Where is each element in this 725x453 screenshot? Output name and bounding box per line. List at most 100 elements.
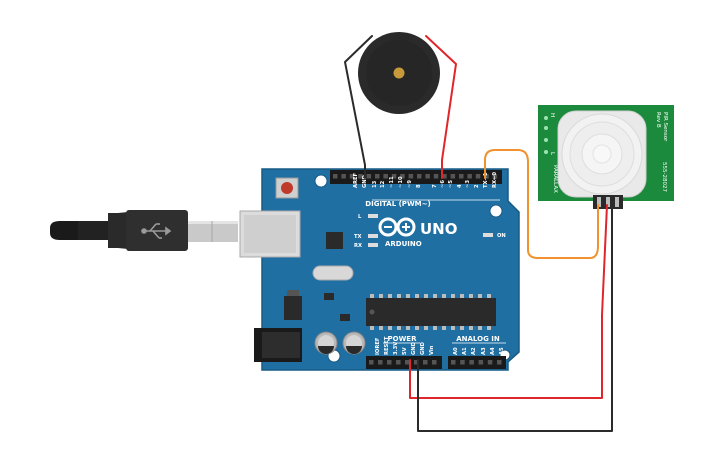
pir-part-number: 555-28027 [661,162,667,192]
header-pin-hole [369,360,374,365]
chip-pin [433,326,437,330]
header-pin-hole [349,174,355,179]
header-pin-hole [467,174,472,179]
pir-jumper-label-l: L [549,152,555,156]
chip-pin [370,326,374,330]
chip-pin [370,294,374,298]
chip-pin [433,294,437,298]
board-model-text: UNO [420,220,458,238]
header-pin-hole [497,360,502,365]
header-pin-hole [425,174,430,179]
analog-pin-label: A5 [499,347,505,355]
header-pin-hole [333,174,338,179]
status-leds: L TX RX ON [354,214,506,249]
analog-pin-label: A1 [462,347,468,355]
header-pin-hole [433,174,439,179]
chip-pin [442,294,446,298]
mounting-hole [314,174,328,188]
analog-pin-label: A3 [481,347,487,355]
digital-pin-label: TX→1 [483,172,489,188]
chip-pin [469,326,473,330]
pir-brand: PARALLAX [552,165,558,193]
microcontroller-chip [366,294,496,330]
pir-pad-dots [544,116,548,154]
chip-pin [487,294,491,298]
header-pin-hole [469,360,474,365]
chip-pin [478,326,482,330]
header-pin-hole [492,174,498,179]
digital-pin-label: 4 [457,184,463,188]
header-pin-hole [423,360,428,365]
usb-cable [50,210,238,251]
chip-pin [406,294,410,298]
digital-pin-label: GND [362,174,368,188]
chip-pin [415,326,419,330]
analog-pin-label: A4 [490,347,496,355]
digital-pin-label: AREF [353,172,359,188]
mounting-hole [489,204,503,218]
header-pin-hole [451,360,456,365]
chip-pin [460,326,464,330]
header-pin-hole [459,174,464,179]
pir-title: PIR Sensor [662,112,668,142]
header-pin-hole [417,174,422,179]
digital-pin-label: 12 [380,180,386,188]
power-pin-label: GND [411,341,417,355]
pir-dome [557,110,647,198]
header-pin-hole [460,360,465,365]
chip-pin [388,294,392,298]
chip-pin [379,326,383,330]
led-label-l: L [358,214,362,220]
pir-connector [593,195,623,209]
header-pin-hole [383,174,388,179]
chip-pin [388,326,392,330]
analog-pin-label: A2 [471,347,477,355]
digital-pin-header [330,170,502,184]
header-pin-hole [475,174,481,179]
header-pin-hole [405,360,410,365]
usb-chip [326,232,343,249]
digital-pin-label: 2 [474,184,480,188]
piezo-buzzer [358,32,440,114]
analog-pin-header [448,356,506,369]
chip-pin [451,294,455,298]
power-pin-header [366,356,442,369]
chip-pin [451,326,455,330]
chip-pin [406,326,410,330]
header-pin-hole [358,174,363,179]
chip-pin [469,294,473,298]
pir-sensor: H L PARALLAX PIR Sensor Rev B 555-28027 [538,105,674,209]
header-pin-hole [487,360,493,365]
chip-pin [397,294,401,298]
reset-button[interactable] [275,177,299,199]
chip-pin [415,294,419,298]
header-pin-hole [432,360,437,365]
wire-pir-gnd [417,204,613,432]
power-pin-label: RESET [384,336,390,355]
chip-pin [397,326,401,330]
crystal-oscillator [312,265,354,281]
power-pin-label: 3.3V [393,342,399,355]
digital-pin-label: ~10 [398,176,404,188]
header-pin-hole [484,174,489,179]
capacitor [314,331,338,355]
wire-pir-power [409,204,608,399]
header-pin-hole [450,174,456,179]
digital-pin-label: ~9 [407,180,413,188]
wire-buzzer-gnd [344,35,373,179]
chip-pin [460,294,464,298]
pir-jumper-label-h: H [549,113,555,117]
board-brand-text: ARDUINO [385,240,422,248]
header-pin-hole [375,174,380,179]
capacitor [342,331,366,355]
led-label-on: ON [497,233,506,239]
digital-pin-label: RX←0 [492,172,498,188]
header-pin-hole [396,360,401,365]
led-label-tx: TX [354,234,362,240]
wires [344,35,613,432]
chip-pin [478,294,482,298]
digital-pin-label: 7 [432,184,438,188]
digital-header-label: DIGITAL (PWM~) [365,200,430,208]
digital-pin-label: ~11 [389,176,395,188]
chip-pin [424,326,428,330]
